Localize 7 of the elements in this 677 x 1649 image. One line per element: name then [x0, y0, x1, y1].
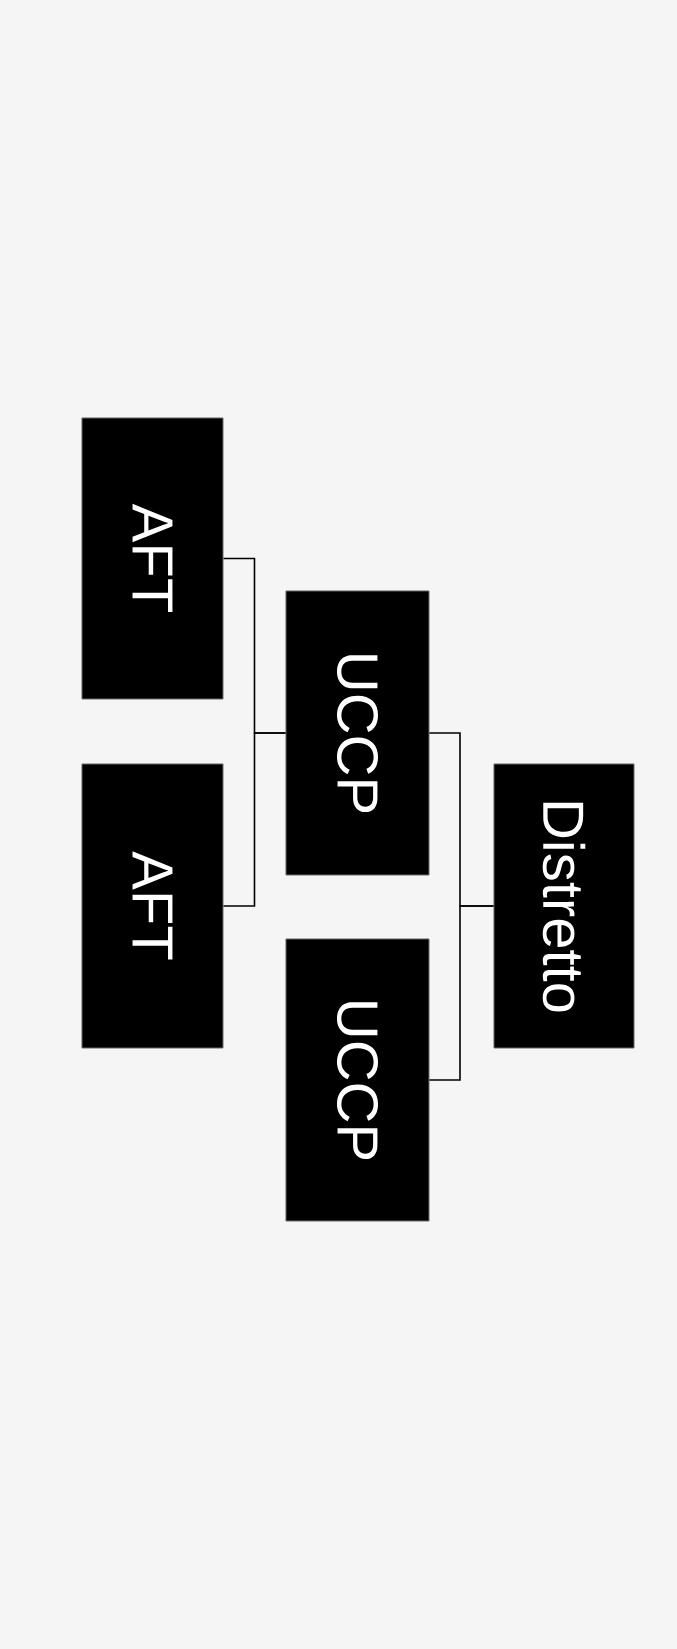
- org-box: AFT: [81, 763, 224, 1049]
- org-box: UCCP: [285, 590, 430, 876]
- connector-line: [428, 905, 495, 1081]
- org-box: AFT: [81, 417, 224, 700]
- org-box: UCCP: [285, 938, 430, 1222]
- connector-line: [222, 732, 287, 907]
- org-box: Distretto: [493, 763, 635, 1049]
